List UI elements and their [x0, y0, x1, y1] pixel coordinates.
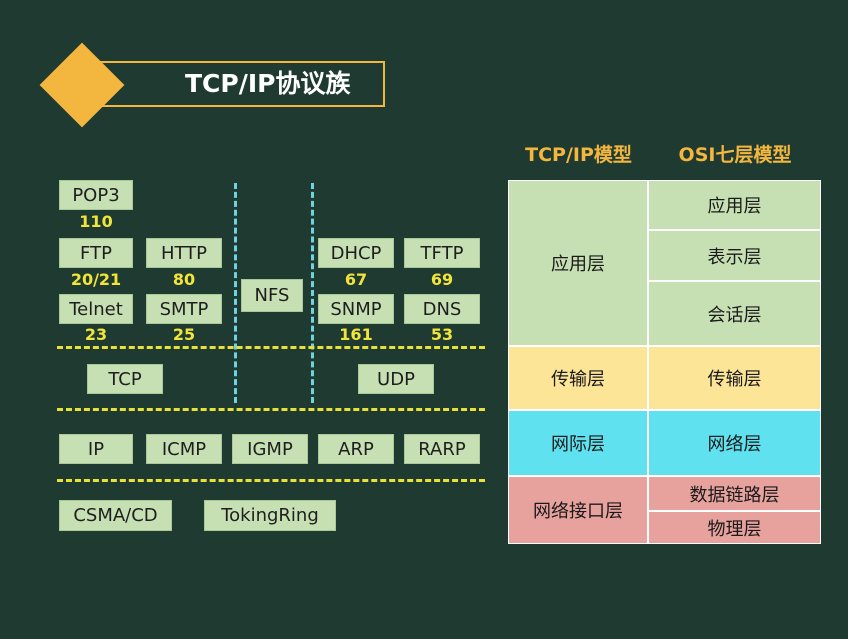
layer-divider-transport: [57, 408, 485, 411]
port-ftp: 20/21: [70, 270, 122, 289]
tcpip-network-interface-layer: 网络接口层: [509, 477, 647, 543]
osi-presentation-layer: 表示层: [649, 231, 820, 280]
layer-divider-internet: [57, 479, 485, 482]
protocol-rarp: RARP: [404, 434, 480, 464]
protocol-snmp: SNMP: [318, 294, 394, 324]
protocol-token-ring: TokingRing: [204, 500, 336, 531]
port-telnet: 23: [84, 325, 108, 344]
protocol-pop3: POP3: [59, 180, 133, 210]
header-tcpip-model: TCP/IP模型: [525, 144, 632, 166]
protocol-dhcp: DHCP: [318, 238, 394, 268]
protocol-ftp: FTP: [59, 238, 133, 268]
protocol-igmp: IGMP: [232, 434, 308, 464]
protocol-dns: DNS: [404, 294, 480, 324]
page-title: TCP/IP协议族: [185, 69, 351, 98]
tcpip-application-layer: 应用层: [509, 181, 647, 345]
protocol-nfs: NFS: [241, 279, 303, 312]
protocol-udp: UDP: [358, 364, 434, 394]
protocol-http: HTTP: [146, 238, 222, 268]
tcpip-internet-layer: 网际层: [509, 411, 647, 475]
diamond-icon: [39, 42, 125, 128]
protocol-csma-cd: CSMA/CD: [59, 500, 172, 531]
protocol-arp: ARP: [318, 434, 394, 464]
layer-divider-application: [57, 346, 485, 349]
header-osi-model: OSI七层模型: [678, 144, 792, 166]
port-http: 80: [172, 270, 196, 289]
protocol-icmp: ICMP: [146, 434, 222, 464]
protocol-tcp: TCP: [87, 364, 163, 394]
osi-data-link-layer: 数据链路层: [649, 477, 820, 510]
layer-comparison-table: 应用层 传输层 网际层 网络接口层 应用层 表示层 会话层 传输层 网络层 数据…: [508, 180, 821, 544]
port-pop3: 110: [79, 212, 113, 231]
protocol-tftp: TFTP: [404, 238, 480, 268]
osi-physical-layer: 物理层: [649, 512, 820, 543]
port-snmp: 161: [339, 325, 373, 344]
protocol-ip: IP: [59, 434, 133, 464]
port-tftp: 69: [430, 270, 454, 289]
port-smtp: 25: [172, 325, 196, 344]
separator-vertical-right: [311, 183, 314, 403]
osi-network-layer: 网络层: [649, 411, 820, 475]
osi-session-layer: 会话层: [649, 282, 820, 345]
osi-application-layer: 应用层: [649, 181, 820, 229]
protocol-smtp: SMTP: [146, 294, 222, 324]
osi-transport-layer: 传输层: [649, 347, 820, 409]
separator-vertical-left: [234, 183, 237, 403]
tcpip-transport-layer: 传输层: [509, 347, 647, 409]
port-dhcp: 67: [344, 270, 368, 289]
port-dns: 53: [430, 325, 454, 344]
protocol-telnet: Telnet: [59, 294, 133, 324]
